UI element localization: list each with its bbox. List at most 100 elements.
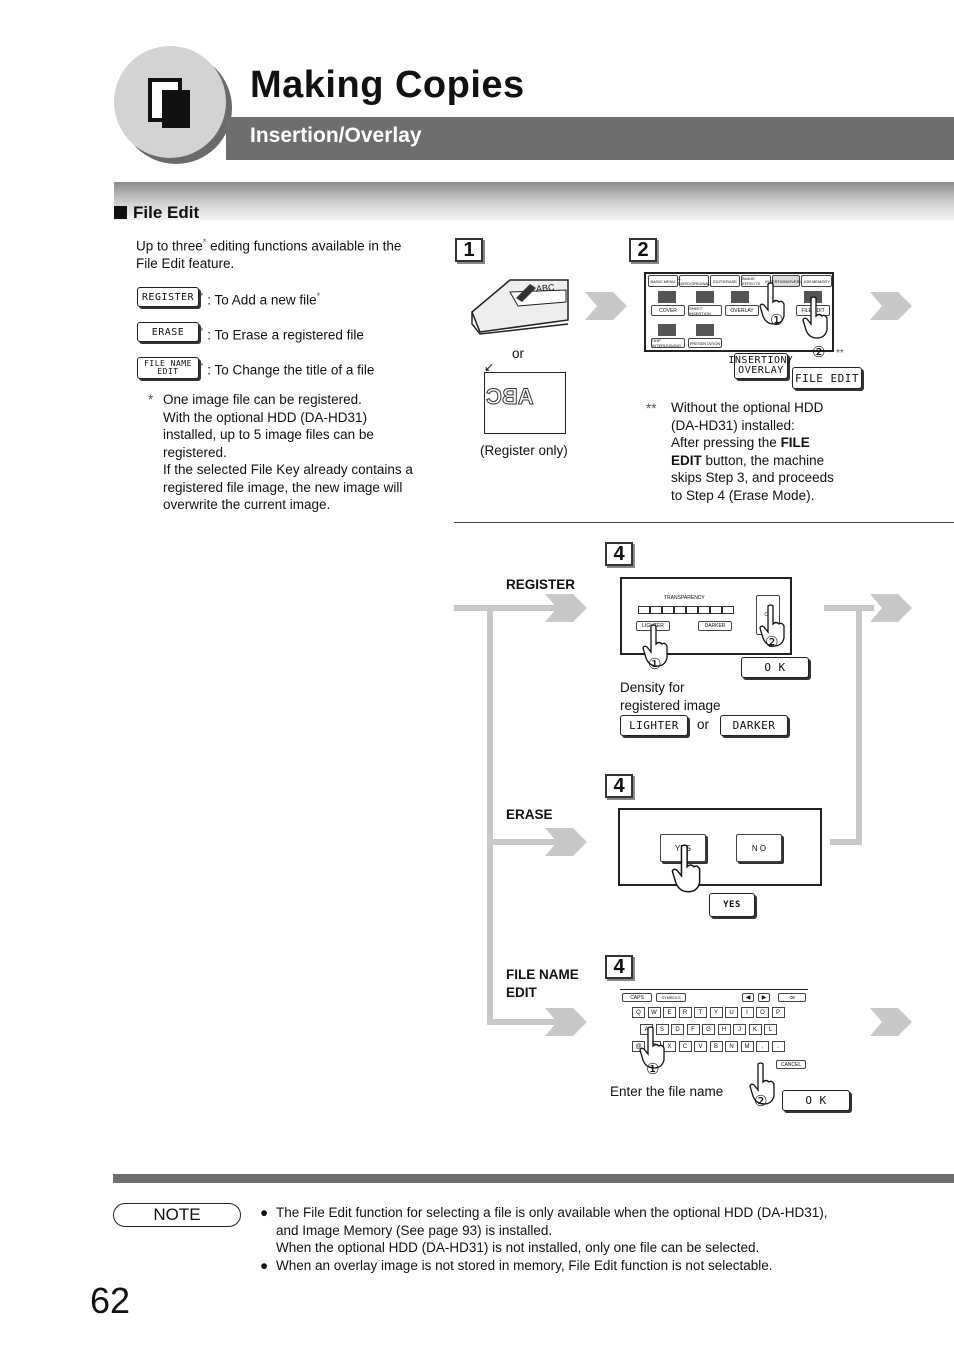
filename-ok-key[interactable]: O K	[782, 1090, 850, 1111]
keyboard-key[interactable]: C	[678, 1041, 692, 1052]
density-text: Density for registered image	[620, 680, 721, 713]
insertion-overlay-key[interactable]: INSERTION/OVERLAY	[728, 353, 793, 379]
page-number: 62	[90, 1280, 131, 1321]
step-4-register-number: 4	[605, 542, 633, 566]
hdd-note-mark: **	[646, 401, 657, 416]
register-key[interactable]: REGISTER	[137, 287, 199, 307]
keyboard-key[interactable]: E	[663, 1007, 676, 1018]
tab-edit-erase[interactable]: EDIT/ERASE	[710, 275, 740, 287]
keyboard-key[interactable]: P	[771, 1007, 785, 1018]
keyboard-key[interactable]: K	[748, 1024, 762, 1035]
hand-pointer-icon	[671, 844, 701, 893]
presentation-button[interactable]: PRESENTATION	[688, 338, 722, 348]
density-scale[interactable]	[638, 606, 734, 614]
section-bar	[114, 182, 954, 220]
flow-line-to-filename	[487, 1019, 565, 1025]
register-desc: * : To Add a new file*	[200, 291, 321, 308]
cover-button[interactable]: COVER	[651, 305, 685, 316]
keyboard-key[interactable]: H	[717, 1024, 731, 1035]
tab-insertion-overlay[interactable]: INSERTION/OVERLAY	[765, 275, 807, 287]
symbols-key[interactable]: SYMBOLS	[656, 993, 686, 1002]
flow-arrow-filename-out	[870, 1008, 912, 1036]
flow-line-left-vertical	[487, 605, 493, 1025]
flow-line-to-erase	[487, 839, 565, 845]
section-title: File Edit	[133, 203, 200, 222]
darker-small-button[interactable]: DARKER	[698, 621, 732, 631]
note-bullet-2: ●	[260, 1258, 269, 1273]
flow-arrow-1	[585, 292, 627, 320]
ohp-icon	[658, 324, 676, 336]
keyboard-key[interactable]: L	[764, 1024, 777, 1035]
tab-job-memory[interactable]: JOB MEMORY	[801, 275, 832, 287]
keyboard-key[interactable]: I	[740, 1007, 754, 1018]
ohp-interleaving-button[interactable]: OHP INTERLEAVING	[651, 338, 685, 348]
keyboard-key[interactable]: @	[632, 1041, 645, 1052]
page-title: Making Copies	[250, 64, 525, 106]
keyboard-key[interactable]: ,	[756, 1041, 769, 1052]
back-space-key[interactable]: ⌫	[778, 993, 806, 1002]
erase-yes-key[interactable]: YES	[709, 893, 755, 917]
keyboard-key[interactable]: M	[740, 1041, 754, 1052]
flow-line-right-vertical	[856, 605, 862, 845]
keyboard-key[interactable]: O	[756, 1007, 769, 1018]
step-2-circle-2: ②	[812, 343, 826, 361]
overlay-icon	[731, 291, 749, 303]
keyboard-key[interactable]: R	[678, 1007, 692, 1018]
tab-image-effects[interactable]: IMAGE EFFECTS	[741, 275, 771, 287]
lighter-key[interactable]: LIGHTER	[620, 715, 688, 736]
caps-key[interactable]: CAPS	[622, 993, 652, 1002]
keyboard-key[interactable]: J	[733, 1024, 746, 1035]
keyboard-key[interactable]: W	[647, 1007, 661, 1018]
platen-doc-text: ABC	[486, 384, 535, 410]
cursor-left-key[interactable]: ◀	[742, 993, 754, 1002]
file-edit-key[interactable]: FILE EDIT	[792, 367, 862, 389]
cancel-key[interactable]: CANCEL	[776, 1060, 806, 1069]
tab-2-sided[interactable]: 2-SIDED/ORIGINAL	[677, 275, 711, 287]
darker-key[interactable]: DARKER	[720, 715, 788, 736]
register-ok-key[interactable]: O K	[741, 657, 809, 678]
keyboard-key[interactable]: Y	[709, 1007, 723, 1018]
step-4-filename-number: 4	[605, 955, 633, 979]
keyboard-key[interactable]: T	[694, 1007, 707, 1018]
step-1-number: 1	[455, 238, 483, 262]
keyboard-key[interactable]: V	[694, 1041, 707, 1052]
keyboard-key[interactable]: G	[702, 1024, 715, 1035]
keyboard-key[interactable]: Q	[632, 1007, 645, 1018]
flow-line-right-top	[824, 605, 874, 611]
register-circle-2: ②	[765, 633, 779, 651]
insertion-icon	[696, 291, 714, 303]
arrow-down-left: ↙	[484, 360, 495, 374]
hand-pointer-icon	[639, 1026, 665, 1069]
sheet-insertion-button[interactable]: SHEET INSERTION	[688, 305, 722, 316]
keyboard-key[interactable]: N	[725, 1041, 738, 1052]
flow-arrow-2	[870, 292, 912, 320]
note-bullet-1: ●	[260, 1205, 269, 1220]
keyboard-key[interactable]: D	[671, 1024, 684, 1035]
keyboard-key[interactable]: U	[725, 1007, 738, 1018]
cursor-right-key[interactable]: ▶	[758, 993, 770, 1002]
keyboard-key[interactable]: S	[655, 1024, 669, 1035]
overlay-button[interactable]: OVERLAY	[725, 305, 759, 316]
document-feeder-illustration	[471, 279, 569, 335]
flow-arrow-register-out	[870, 594, 912, 622]
keyboard-key[interactable]: F	[686, 1024, 700, 1035]
keyboard-key[interactable]: B	[709, 1041, 723, 1052]
subtitle-bar	[226, 117, 954, 160]
file-name-edit-label: FILE NAME EDIT	[506, 967, 579, 1000]
note-bar	[113, 1174, 954, 1183]
footnote-mark: *	[148, 392, 154, 407]
keyboard-key[interactable]: .	[771, 1041, 785, 1052]
erase-key[interactable]: ERASE	[137, 322, 199, 342]
presentation-icon	[696, 324, 714, 336]
step-2-circle-1: ①	[770, 311, 784, 329]
note-item-2: When an overlay image is not stored in m…	[276, 1258, 773, 1273]
section-bullet	[114, 206, 127, 219]
flow-arrow-register-in	[545, 594, 587, 622]
filename-circle-1: ①	[646, 1060, 660, 1078]
register-label: REGISTER	[506, 577, 576, 592]
hand-pointer-icon	[749, 1062, 775, 1105]
tab-basic-menu[interactable]: BASIC MENU	[648, 275, 678, 287]
no-small-button[interactable]: N O	[736, 834, 782, 862]
